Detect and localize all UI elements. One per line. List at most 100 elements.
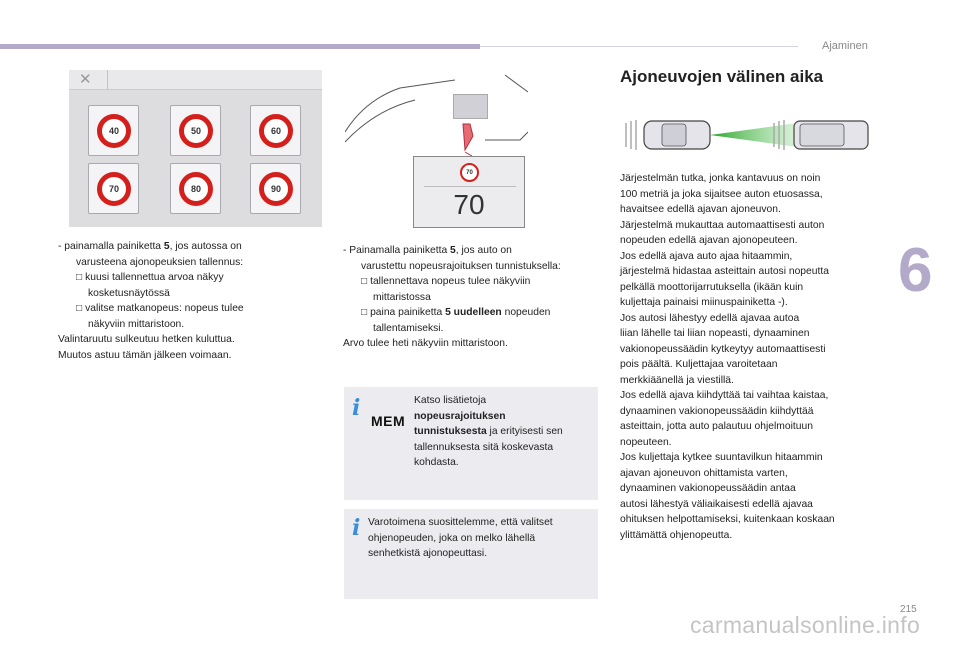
- page-number: 215: [900, 604, 917, 615]
- text-line: nopeuteen.: [620, 436, 672, 448]
- speed-limit-sign: 80: [179, 172, 213, 206]
- text-run: □ kuusi tallennettua arvoa näkyy: [76, 272, 224, 283]
- speed-limit-sign: 70: [97, 172, 131, 206]
- section-heading: Ajoneuvojen välinen aika: [620, 67, 824, 86]
- info-line-rest: ja erityisesti sen: [486, 426, 563, 437]
- text-line: Arvo tulee heti näkyviin mittaristoon.: [343, 336, 561, 352]
- text-run: □ paina painiketta: [361, 307, 446, 318]
- speed-limit-sign: 50: [179, 114, 213, 148]
- dashboard-lines: [345, 74, 528, 157]
- text-line: ajavan ajoneuvon ohittamista varten,: [620, 467, 788, 479]
- text-line: 100 metriä ja joka sijaitsee auton etuos…: [620, 188, 823, 200]
- info-line: kohdasta.: [414, 457, 459, 468]
- info-line: tunnistuksesta ja erityisesti sen: [414, 424, 563, 440]
- info-line: ohjenopeuden, joka on melko lähellä: [368, 532, 536, 544]
- watermark: carmanualsonline.info: [690, 612, 921, 638]
- info-line: Katso lisätietoja: [414, 395, 487, 406]
- right-text: Järjestelmän tutka, jonka kantavuus on n…: [620, 171, 835, 543]
- text-line: havaitsee edellä ajavan ajoneuvon.: [620, 204, 781, 215]
- text-line: Valintaruutu sulkeutuu hetken kuluttua.: [58, 332, 244, 348]
- speed-limit-sign: 90: [259, 172, 293, 206]
- header-accent-bar: [0, 44, 480, 49]
- speed-sign-card[interactable]: 80: [170, 163, 221, 214]
- text-line: Järjestelmä mukauttaa automaattisesti au…: [620, 219, 825, 231]
- info-box-mem-text: Katso lisätietoja nopeusrajoituksen tunn…: [414, 393, 563, 471]
- speed-limit-sign: 40: [97, 114, 131, 148]
- text-run: □ valitse matkanopeus: nopeus tulee: [76, 303, 244, 314]
- text-line: pois päältä. Kuljettajaa varoitetaan: [620, 359, 778, 370]
- text-run: - painamalla painiketta: [58, 241, 164, 252]
- vehicle-ahead-icon: [773, 120, 869, 150]
- text-line: - Painamalla painiketta 5, jos auto on: [343, 243, 561, 259]
- panel-top-strip: ✕: [69, 70, 322, 90]
- info-box-tip-text: Varotoimena suosittelemme, että valitset…: [368, 515, 553, 562]
- text-line: varusteena ajonopeuksien tallennus:: [58, 255, 244, 271]
- text-run: , jos autossa on: [169, 241, 242, 252]
- info-icon: i: [352, 395, 361, 421]
- speed-sign-card[interactable]: 70: [88, 163, 139, 214]
- speed-sign-card[interactable]: 90: [250, 163, 301, 214]
- text-line: nopeuden edellä ajavan ajonopeuteen.: [620, 235, 798, 246]
- dashboard-display: [453, 94, 488, 119]
- text-line: - painamalla painiketta 5, jos autossa o…: [58, 239, 244, 255]
- text-line: Järjestelmän tutka, jonka kantavuus on n…: [620, 173, 821, 184]
- text-line: ylittämättä ohjenopeutta.: [620, 529, 733, 541]
- text-run-bold: 5: [163, 241, 170, 252]
- text-run: Valintaruutu sulkeutuu hetken kuluttua.: [58, 334, 235, 345]
- text-run-bold: 5: [450, 245, 456, 256]
- text-run: tallentamiseksi.: [373, 322, 444, 334]
- info-icon: i: [352, 515, 361, 541]
- speed-limit-sign: 70: [460, 163, 479, 182]
- info-line: tallennuksesta sitä koskevasta: [414, 441, 554, 453]
- text-line: ohituksen helpottamiseksi, kuitenkaan ko…: [620, 514, 835, 525]
- text-line: □ kuusi tallennettua arvoa näkyy: [58, 270, 244, 286]
- section-title: Ajaminen: [822, 40, 868, 52]
- text-line: Jos kuljettaja kytkee suuntavilkun hitaa…: [620, 452, 823, 463]
- left-instructions: - painamalla painiketta 5, jos autossa o…: [58, 239, 244, 363]
- dashboard-illustration: 70 70: [345, 70, 528, 232]
- text-line: merkkiäänellä ja viestillä.: [620, 374, 734, 386]
- text-line: kuljettaja painaisi miinuspainiketta -).: [620, 297, 788, 308]
- instrument-panel-display: 70 70: [413, 156, 525, 228]
- panel-separator: [107, 70, 108, 90]
- speed-sign-card[interactable]: 50: [170, 105, 221, 156]
- mem-button-label: MEM: [371, 413, 406, 429]
- speed-sign-card[interactable]: 40: [88, 105, 139, 156]
- text-line: järjestelmä hidastaa asteittain autosi n…: [620, 266, 829, 277]
- vehicle-distance-svg: [625, 120, 869, 150]
- text-line: liian lähelle tai liian nopeasti, dynaam…: [620, 328, 810, 339]
- speed-sign-card[interactable]: 60: [250, 105, 301, 156]
- text-run: Arvo tulee heti näkyviin mittaristoon.: [343, 338, 508, 349]
- info-box-mem: i MEM Katso lisätietoja nopeusrajoitukse…: [344, 387, 598, 500]
- text-run: Muutos astuu tämän jälkeen voimaan.: [58, 349, 232, 361]
- speed-limit-sign: 60: [259, 114, 293, 148]
- text-run: , jos auto on: [455, 245, 512, 256]
- text-line: näkyviin mittaristoon.: [58, 317, 244, 333]
- text-line: Jos autosi lähestyy edellä ajavaa autoa: [620, 312, 800, 324]
- text-line: varustettu nopeusrajoituksen tunnistukse…: [343, 259, 561, 275]
- text-run: varusteena ajonopeuksien tallennus:: [76, 256, 244, 268]
- info-line: Varotoimena suosittelemme, että valitset: [368, 517, 553, 528]
- text-line: Jos edellä ajava kiihdyttää tai vaihtaa …: [620, 390, 829, 401]
- text-line: Jos edellä ajava auto ajaa hitaammin,: [620, 250, 793, 262]
- text-line: vakionopeussäädin kytkeytyy automaattise…: [620, 343, 826, 355]
- text-line: □ paina painiketta 5 uudelleen nopeuden: [343, 305, 561, 321]
- close-icon[interactable]: ✕: [79, 71, 92, 88]
- text-run: nopeuden: [501, 307, 551, 318]
- text-run: varustettu nopeusrajoituksen tunnistukse…: [361, 260, 561, 272]
- chapter-number: 6: [898, 236, 933, 305]
- own-car-icon: [625, 120, 711, 150]
- text-line: □ valitse matkanopeus: nopeus tulee: [58, 301, 244, 317]
- text-run: □ tallennettava nopeus tulee näkyviin: [361, 276, 531, 287]
- text-line: Muutos astuu tämän jälkeen voimaan.: [58, 348, 244, 364]
- text-line: mittaristossa: [343, 290, 561, 306]
- text-line: kosketusnäytössä: [58, 286, 244, 302]
- text-line: autosi lähestyä väliaikaisesti edellä aj…: [620, 498, 813, 510]
- info-line: senhetkistä ajonopeuttasi.: [368, 548, 488, 559]
- text-line: pelkällä moottorijarrutuksella (ikään ku…: [620, 281, 804, 293]
- vehicle-distance-illustration: [622, 110, 872, 160]
- text-line: asteittain, jotta auto palautuu ohjelmoi…: [620, 421, 813, 432]
- text-line: □ tallennettava nopeus tulee näkyviin: [343, 274, 561, 290]
- text-line: tallentamiseksi.: [343, 321, 561, 337]
